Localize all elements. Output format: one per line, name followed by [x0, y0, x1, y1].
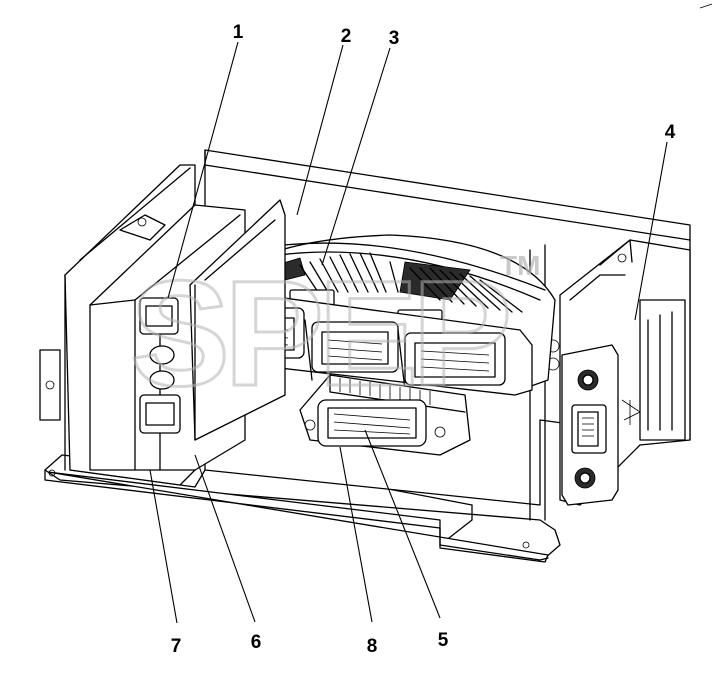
leader-8: [339, 446, 373, 623]
callout-labels: 1 2 3 4 5 6 7 8: [171, 22, 676, 657]
watermark: SPEP TM: [129, 248, 541, 419]
leader-4: [634, 141, 668, 321]
ecu-connector-right: [404, 332, 506, 386]
leader-1: [167, 41, 239, 299]
lower-connector-module: [299, 374, 471, 456]
leader-7: [149, 469, 178, 624]
watermark-text: SPEP: [130, 249, 507, 417]
leader-5: [364, 429, 441, 619]
leader-3: [321, 47, 391, 266]
callout-7: 7: [171, 636, 182, 657]
callout-6: 6: [251, 632, 262, 653]
callout-5: 5: [438, 630, 449, 651]
ecu-connector-middle: [311, 321, 399, 373]
callout-1: 1: [233, 22, 244, 43]
mid-bracket: [189, 199, 286, 441]
stray-mark: [699, 3, 713, 9]
diagnostic-connector-panel: [561, 344, 641, 506]
watermark-trademark: TM: [500, 250, 540, 281]
leader-6: [194, 454, 256, 623]
leader-2: [296, 44, 344, 216]
callout-8: 8: [367, 636, 378, 657]
callout-4: 4: [665, 122, 676, 143]
callout-3: 3: [389, 28, 400, 49]
callout-2: 2: [341, 26, 352, 47]
side-module-plugs: [139, 297, 181, 434]
leader-lines: [149, 41, 668, 624]
